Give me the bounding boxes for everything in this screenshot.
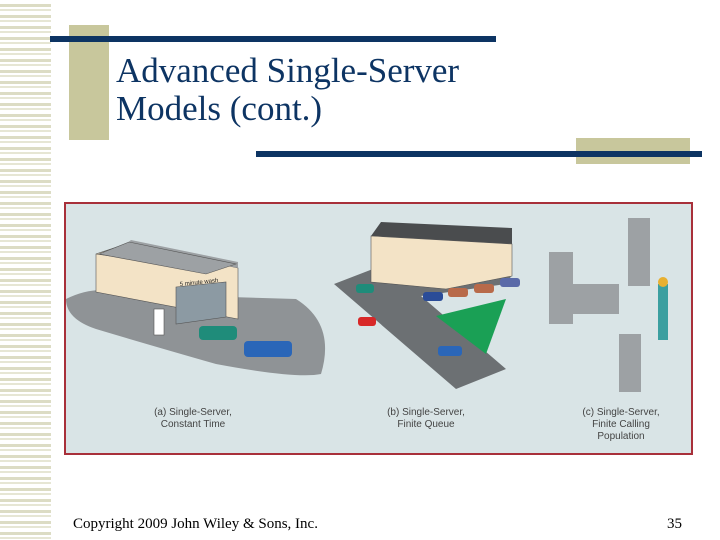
wash-sign: 5 minute wash [180,278,219,288]
illustration-graphic: 5 minute wash [66,218,668,392]
truck-blue [244,341,292,357]
wash-bay-curtain [175,281,227,325]
grass [436,299,506,354]
queue-models-illustration: 5 minute wash (a) Single-Server,Constant… [64,202,693,455]
caption-b: (b) Single-Server,Finite Queue [387,407,465,430]
title-line-2: Models (cont.) [116,89,323,128]
slide-title: Advanced Single-Server Models (cont.) [116,52,459,128]
building-wall [370,235,513,290]
roof [97,241,238,275]
machine [549,252,573,324]
decorative-navy-bar [256,151,702,157]
decorative-tan-block [69,25,109,140]
machine [619,334,641,392]
footer-copyright: Copyright 2009 John Wiley & Sons, Inc. [73,516,318,532]
decorative-stripes [0,0,51,540]
caption-a: (a) Single-Server,Constant Time [154,407,232,430]
machine [628,218,650,286]
car-green [199,326,237,340]
worker [658,284,668,340]
door [153,308,165,336]
page-number: 35 [667,516,682,532]
machine [571,284,619,314]
title-line-1: Advanced Single-Server [116,51,460,90]
road [334,264,511,389]
decorative-navy-bar [50,36,496,42]
roof [371,222,512,244]
